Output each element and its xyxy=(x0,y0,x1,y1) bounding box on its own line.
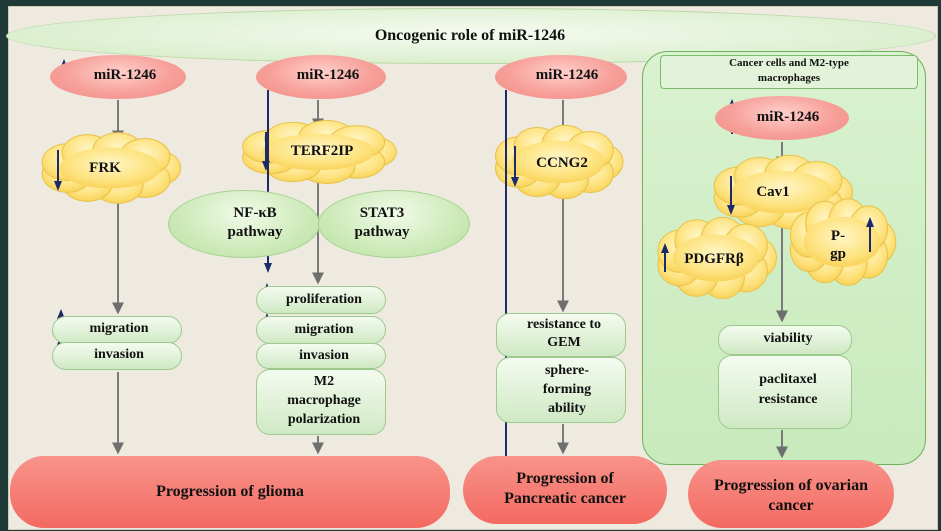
cloud-ccng2 xyxy=(495,124,624,200)
target-label-pgp-line1: P- xyxy=(830,228,846,244)
outcome-pancreatic-line1: Progression of xyxy=(516,470,614,487)
effect-m2-line3: polarization xyxy=(287,412,361,427)
effect-m2-polarization xyxy=(256,369,386,435)
trigger-node-glioma-terf xyxy=(256,55,386,99)
effect-gem-line1: resistance to xyxy=(527,317,601,332)
cloud-frk xyxy=(41,132,182,204)
outcome-ovarian-line2: cancer xyxy=(768,497,814,514)
pathway-stat3-line1: STAT3 xyxy=(359,205,405,221)
target-clouds xyxy=(41,120,897,300)
effect-paclitaxel-line2: resistance xyxy=(758,392,818,407)
effect-proliferation-label: proliferation xyxy=(286,292,362,307)
effect-m2-line1: M2 xyxy=(313,374,335,389)
effect-migration-col1-label: migration xyxy=(89,321,149,336)
outcome-pancreatic-line2: Pancreatic cancer xyxy=(504,490,626,507)
trigger-node-ovarian xyxy=(715,96,849,140)
effect-invasion-col2 xyxy=(256,343,386,369)
trigger-label-2: miR-1246 xyxy=(296,67,360,83)
outcome-glioma-label: Progression of glioma xyxy=(156,483,304,500)
pathway-stat3 xyxy=(318,190,470,258)
effect-sphere-line3: ability xyxy=(547,401,587,416)
ovarian-box-title xyxy=(660,55,918,89)
pathway-nfkb-line1: NF-κB xyxy=(233,205,277,221)
effect-paclitaxel-line1: paclitaxel xyxy=(759,372,817,387)
effect-migration-col2-label: migration xyxy=(294,322,354,337)
outcome-pancreatic xyxy=(463,456,667,524)
pathway-nfkb-line2: pathway xyxy=(227,224,283,240)
trigger-label-3: miR-1246 xyxy=(535,67,599,83)
ovarian-box-title-line1: Cancer cells and M2-type xyxy=(729,57,849,69)
outcome-ovarian-line1: Progression of ovarian xyxy=(713,477,869,494)
target-label-terf2ip: TERF2IP xyxy=(290,143,354,159)
target-label-cav1: Cav1 xyxy=(756,184,790,200)
cloud-pgp xyxy=(789,198,897,286)
outcome-glioma xyxy=(10,456,450,528)
effect-paclitaxel-resistance xyxy=(718,355,852,429)
target-label-pgp-line2: gp xyxy=(830,246,846,262)
diagram-title: Oncogenic role of miR-1246 xyxy=(374,27,566,44)
effect-invasion-col1 xyxy=(52,342,182,370)
effect-sphere-line1: sphere- xyxy=(544,363,590,378)
pathway-nfkb xyxy=(168,190,320,258)
effect-proliferation xyxy=(256,286,386,314)
pathway-stat3-line2: pathway xyxy=(354,224,410,240)
effect-viability xyxy=(718,325,852,355)
cloud-terf2ip xyxy=(242,120,397,184)
effect-m2-line2: macrophage xyxy=(287,393,361,408)
trigger-label-4: miR-1246 xyxy=(756,109,820,125)
trigger-node-pancreatic xyxy=(495,55,627,99)
effect-sphere-forming xyxy=(496,357,626,423)
effect-sphere-line2: forming xyxy=(542,382,592,397)
effect-invasion-col2-label: invasion xyxy=(299,348,349,363)
target-label-pdgfrb: PDGFRβ xyxy=(684,251,744,267)
effect-resistance-gem xyxy=(496,313,626,357)
trigger-label-1: miR-1246 xyxy=(93,67,157,83)
effect-viability-label: viability xyxy=(763,331,813,346)
cloud-pdgfrb xyxy=(657,216,777,300)
effect-gem-line2: GEM xyxy=(547,335,581,350)
target-label-frk: FRK xyxy=(89,160,121,176)
target-label-ccng2: CCNG2 xyxy=(536,155,588,171)
ovarian-box-title-line2: macrophages xyxy=(757,72,821,84)
effect-migration-col1 xyxy=(52,316,182,344)
outcome-ovarian xyxy=(688,460,894,528)
trigger-node-glioma-frk xyxy=(50,55,186,99)
effect-invasion-col1-label: invasion xyxy=(94,347,144,362)
flow-arrows xyxy=(112,100,788,459)
